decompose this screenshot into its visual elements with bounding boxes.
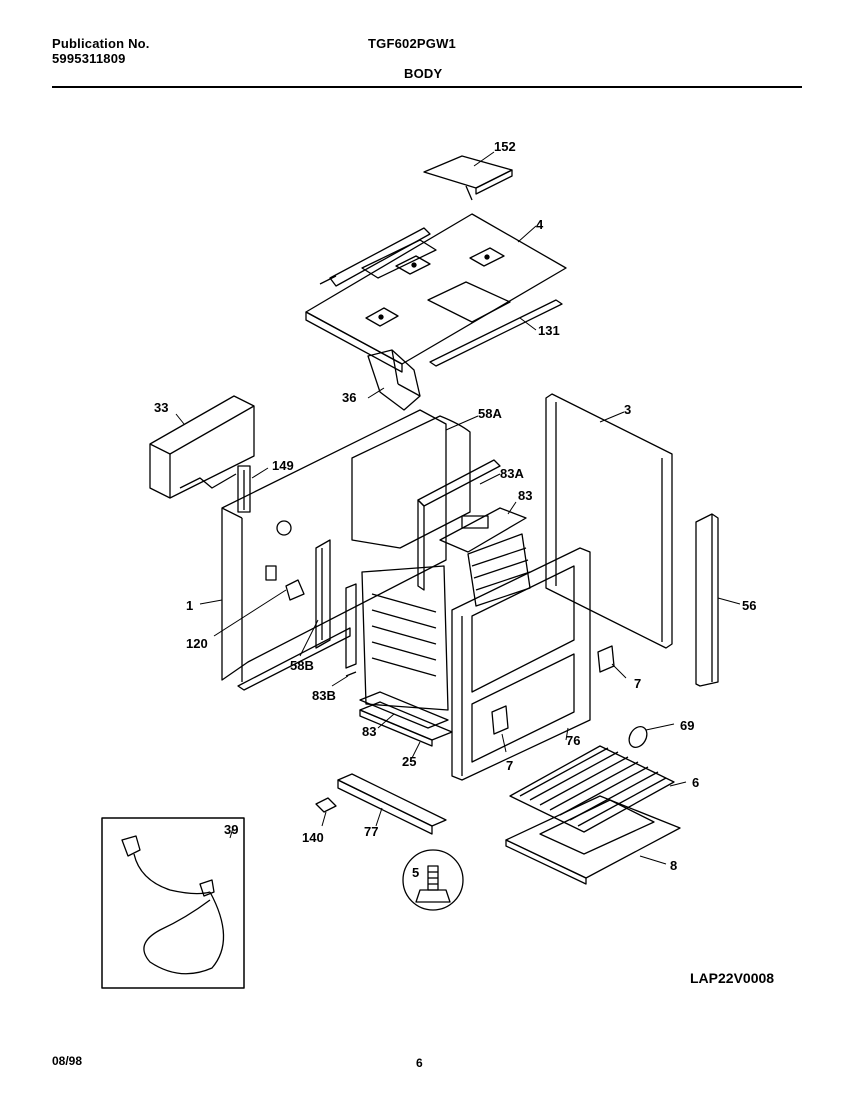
part-1-side-panel: [221, 409, 447, 691]
label-131: 131: [538, 323, 560, 338]
part-33-vent-box: [149, 395, 255, 499]
label-77: 77: [364, 824, 378, 839]
oven-liner-body: [345, 565, 449, 711]
diagram-code: LAP22V0008: [690, 970, 775, 986]
label-58B: 58B: [290, 658, 314, 673]
part-58B-insulation: [315, 539, 331, 649]
label-33: 33: [154, 400, 168, 415]
part-83B-liner-bottom: [345, 671, 357, 677]
part-120-bracket: [285, 579, 305, 601]
part-149-bracket: [237, 465, 251, 513]
label-25: 25: [402, 754, 416, 769]
part-69-plug: [628, 726, 648, 748]
part-6-oven-rack: [509, 745, 675, 833]
part-58A-insulation: [351, 415, 471, 549]
label-83-top: 83: [518, 488, 532, 503]
footer-date: 08/98: [52, 1054, 83, 1068]
part-3-side-panel: [545, 393, 673, 649]
label-120: 120: [186, 636, 208, 651]
label-36: 36: [342, 390, 356, 405]
label-56: 56: [742, 598, 756, 613]
part-83-rack-support-top: [467, 533, 531, 607]
part-8-broiler-pan: [505, 795, 681, 885]
part-5-leveling-leg: [402, 849, 464, 911]
label-152: 152: [494, 139, 516, 154]
part-131-strip: [429, 299, 563, 367]
part-152-bracket: [423, 155, 513, 201]
footer-page-number: 6: [416, 1056, 423, 1070]
model-number: TGF602PGW1: [368, 36, 456, 51]
label-140: 140: [302, 830, 324, 845]
part-83-rack-support-bottom: [359, 691, 449, 729]
part-140-clip: [315, 797, 337, 813]
label-7-right: 7: [634, 676, 641, 691]
part-39-power-cord-inset: [101, 817, 245, 989]
part-76-front-frame: [451, 547, 591, 781]
publication-label: Publication No.: [52, 36, 150, 51]
label-149: 149: [272, 458, 294, 473]
label-83B: 83B: [312, 688, 336, 703]
part-labels: 152 4 131 36 33 58A 3 149 83A 83 1 56 12…: [154, 139, 756, 880]
label-1: 1: [186, 598, 193, 613]
label-76: 76: [566, 733, 580, 748]
part-7-hinge-right: [597, 645, 615, 673]
part-4-top-panel: [305, 213, 567, 373]
label-6: 6: [692, 775, 699, 790]
label-58A: 58A: [478, 406, 502, 421]
label-8: 8: [670, 858, 677, 873]
leader-lines: [175, 151, 741, 865]
label-4: 4: [536, 217, 544, 232]
part-83A-liner: [417, 459, 527, 591]
label-5: 5: [412, 865, 419, 880]
label-39: 39: [224, 822, 238, 837]
part-36-duct: [367, 349, 421, 411]
label-83A: 83A: [500, 466, 524, 481]
part-56-trim: [695, 513, 719, 687]
label-7-bottom: 7: [506, 758, 513, 773]
label-3: 3: [624, 402, 631, 417]
section-title: BODY: [404, 66, 443, 81]
publication-number: 5995311809: [52, 51, 126, 66]
header-divider: [52, 86, 802, 88]
part-77-kick-strip: [337, 773, 447, 835]
part-25-oven-bottom: [359, 701, 453, 747]
part-7-hinge-bottom: [491, 705, 509, 735]
label-69: 69: [680, 718, 694, 733]
label-83-bottom: 83: [362, 724, 376, 739]
